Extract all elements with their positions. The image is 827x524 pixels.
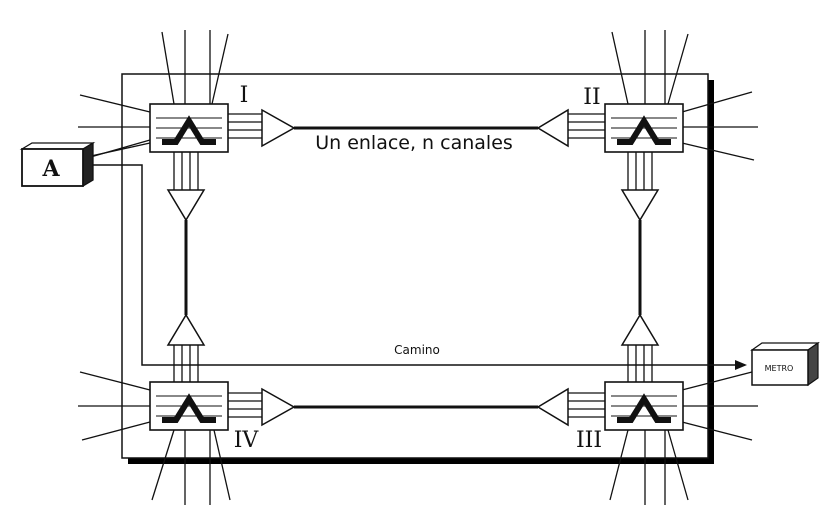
mux-triangle [536, 387, 569, 427]
node-label-iii: III [576, 428, 602, 453]
node-iii-stub-lines [609, 371, 758, 505]
mux-triangle [536, 108, 569, 148]
path-label: Camino [394, 343, 440, 357]
link-iv-iii [228, 387, 605, 427]
mux-triangle [261, 387, 296, 427]
mux-triangle [166, 189, 206, 222]
node-ii-stub-lines [611, 30, 758, 161]
mux-triangle [620, 313, 660, 346]
source-box-a: A [19, 141, 96, 188]
source-box-label: A [41, 156, 60, 182]
mux-triangle [620, 189, 660, 222]
switch-node-iv [150, 382, 228, 430]
mux-triangle [166, 313, 206, 346]
switch-node-iii [605, 382, 683, 430]
destination-box-metro: METRO [750, 341, 820, 387]
path-line [87, 164, 747, 370]
destination-box-label: METRO [765, 364, 794, 373]
link-i-ii [228, 108, 605, 148]
node-label-i: I [240, 83, 249, 108]
node-label-ii: II [583, 85, 600, 110]
node-iv-stub-lines [78, 371, 231, 505]
node-label-iv: IV [234, 428, 260, 453]
mux-triangle [261, 108, 296, 148]
link-i-iv [166, 152, 206, 382]
link-label: Un enlace, n canales [315, 132, 513, 154]
switch-node-ii [605, 104, 683, 152]
switch-node-i [150, 104, 228, 152]
source-connection-line [86, 139, 151, 159]
link-ii-iii [620, 152, 660, 382]
